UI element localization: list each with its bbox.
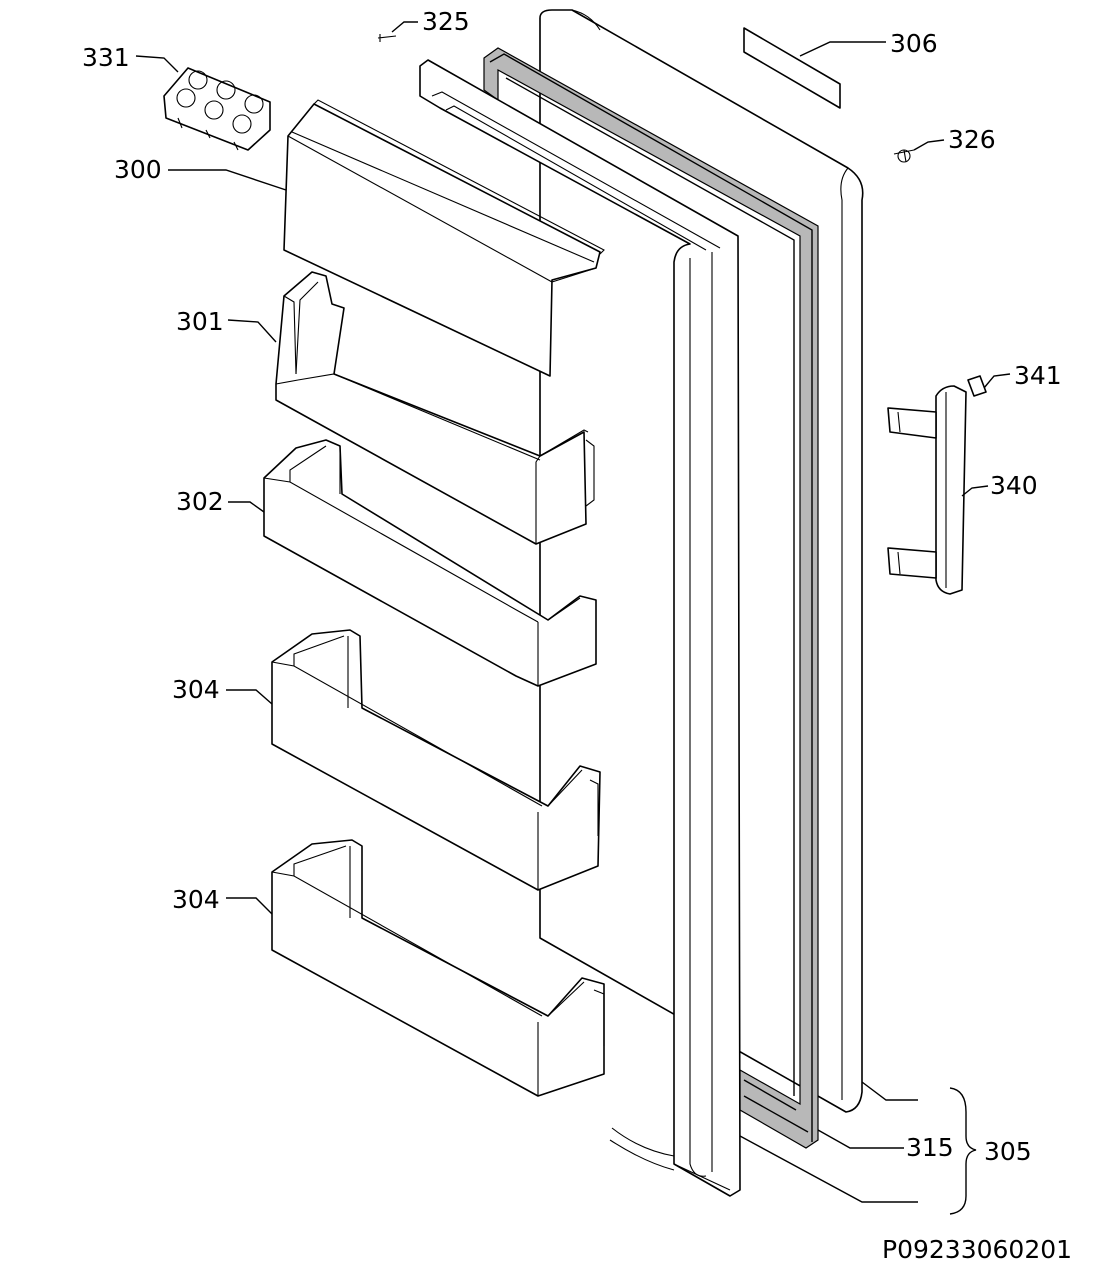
callout-305: 305 [984,1137,1032,1166]
drawing-id: P09233060201 [882,1235,1072,1264]
rating-label [743,27,841,109]
egg-tray [163,67,271,151]
callout-331: 331 [82,43,130,72]
callout-302: 302 [176,487,224,516]
callout-326: 326 [948,125,996,154]
callout-341: 341 [1014,361,1062,390]
door-shelf-301 [275,271,595,545]
callout-306: 306 [890,29,938,58]
door-shelf-302 [263,439,597,687]
leader-lines [135,21,1011,1215]
handle-end-cap [967,375,987,397]
screw-326 [893,149,915,163]
callout-340: 340 [990,471,1038,500]
callout-325: 325 [422,7,470,36]
door-handle [887,385,967,595]
callout-300: 300 [114,155,162,184]
callout-315: 315 [906,1133,954,1162]
door-shelf-304-upper [271,629,601,891]
callout-301: 301 [176,307,224,336]
inner-door-liner [419,59,741,1197]
callout-304-lower: 304 [172,885,220,914]
door-shelf-304-lower [271,839,605,1097]
callout-304-upper: 304 [172,675,220,704]
screw-325 [377,34,397,42]
dairy-compartment-lid [283,99,605,377]
